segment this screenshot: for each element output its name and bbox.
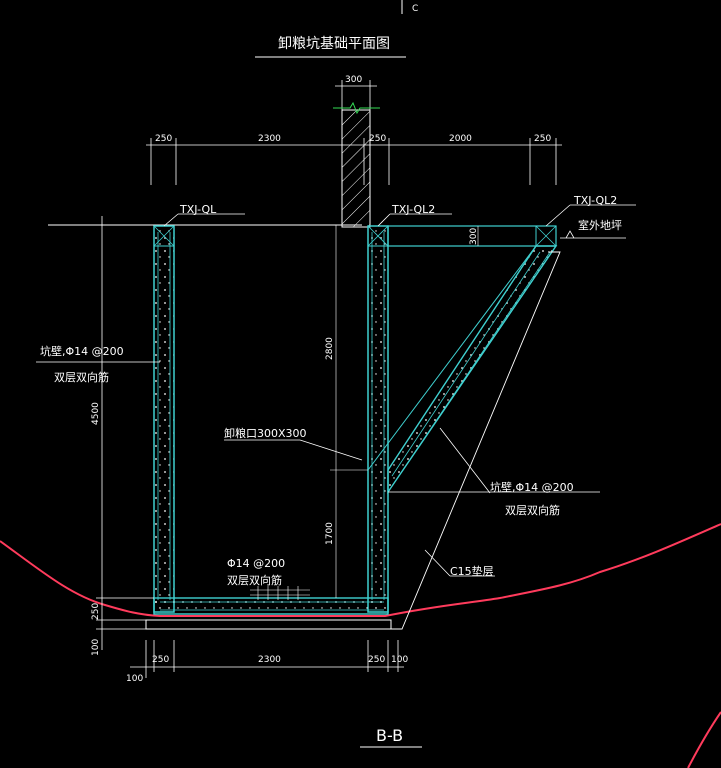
dim-beam-height: 300 [469, 228, 479, 245]
sloped-wall [367, 245, 600, 495]
label-left-wall-rebar-1: 坑壁,Φ14 @200 [40, 344, 124, 358]
left-wall [153, 225, 175, 613]
section-label: B-B [376, 726, 403, 745]
dim-top-column: 300 [345, 75, 362, 85]
label-outdoor-ground: 室外地坪 [578, 218, 622, 232]
dim-bottom-left-extra: 100 [126, 674, 143, 684]
label-cushion: C15垫层 [450, 564, 494, 578]
label-beam-mid: TXJ-QL2 [391, 203, 435, 216]
label-beam-left: TXJ-QL [179, 203, 217, 216]
dim-top-span: 2000 [449, 134, 472, 144]
inner-dimension-chain: 2800 1700 [325, 225, 368, 598]
beam-labels: TXJ-QL TXJ-QL2 TXJ-QL2 室外地坪 [163, 194, 636, 239]
bottom-dimension-chain: 250 2300 250 100 100 [126, 640, 408, 684]
dim-lower-inner-height: 1700 [325, 522, 335, 545]
ground-line-right [687, 711, 721, 768]
dim-upper-inner-height: 2800 [325, 337, 335, 360]
left-dimension-chain: 4500 250 100 [91, 216, 154, 656]
top-beam: 300 [387, 225, 557, 247]
dim-top-left-wall: 250 [155, 134, 172, 144]
column-top: 300 [333, 75, 380, 228]
dim-bottom-left-wall: 250 [152, 655, 169, 665]
label-chute: 卸粮口300X300 [224, 426, 307, 440]
grid-axis: C [401, 0, 418, 14]
cushion-layer [145, 251, 561, 630]
mid-wall [367, 225, 389, 613]
dim-cushion-thickness: 100 [91, 639, 101, 656]
dim-top-right: 250 [534, 134, 551, 144]
label-right-wall-rebar-1: 坑壁,Φ14 @200 [490, 480, 574, 494]
dim-bottom-inner: 2300 [258, 655, 281, 665]
dim-top-mid-wall: 250 [369, 134, 386, 144]
dim-base-thickness: 250 [91, 603, 101, 620]
dim-bottom-right-extra: 100 [391, 655, 408, 665]
label-left-wall-rebar-2: 双层双向筋 [54, 370, 109, 384]
top-dimension-chain: 250 2300 250 2000 250 [146, 134, 562, 185]
dim-bottom-right-wall: 250 [368, 655, 385, 665]
grid-axis-label: C [412, 4, 418, 14]
dim-top-inner: 2300 [258, 134, 281, 144]
label-beam-right: TXJ-QL2 [573, 194, 617, 207]
break-line [333, 101, 380, 115]
label-base-rebar-1: Φ14 @200 [227, 557, 285, 570]
ground-line [0, 523, 721, 617]
label-right-wall-rebar-2: 双层双向筋 [505, 503, 560, 517]
annotation-labels: 坑壁,Φ14 @200 双层双向筋 卸粮口300X300 坑壁,Φ14 @200… [36, 344, 574, 587]
dim-left-height: 4500 [91, 402, 101, 425]
base-slab [153, 586, 389, 615]
drawing-title: 卸粮坑基础平面图 [278, 35, 390, 52]
label-base-rebar-2: 双层双向筋 [227, 573, 282, 587]
